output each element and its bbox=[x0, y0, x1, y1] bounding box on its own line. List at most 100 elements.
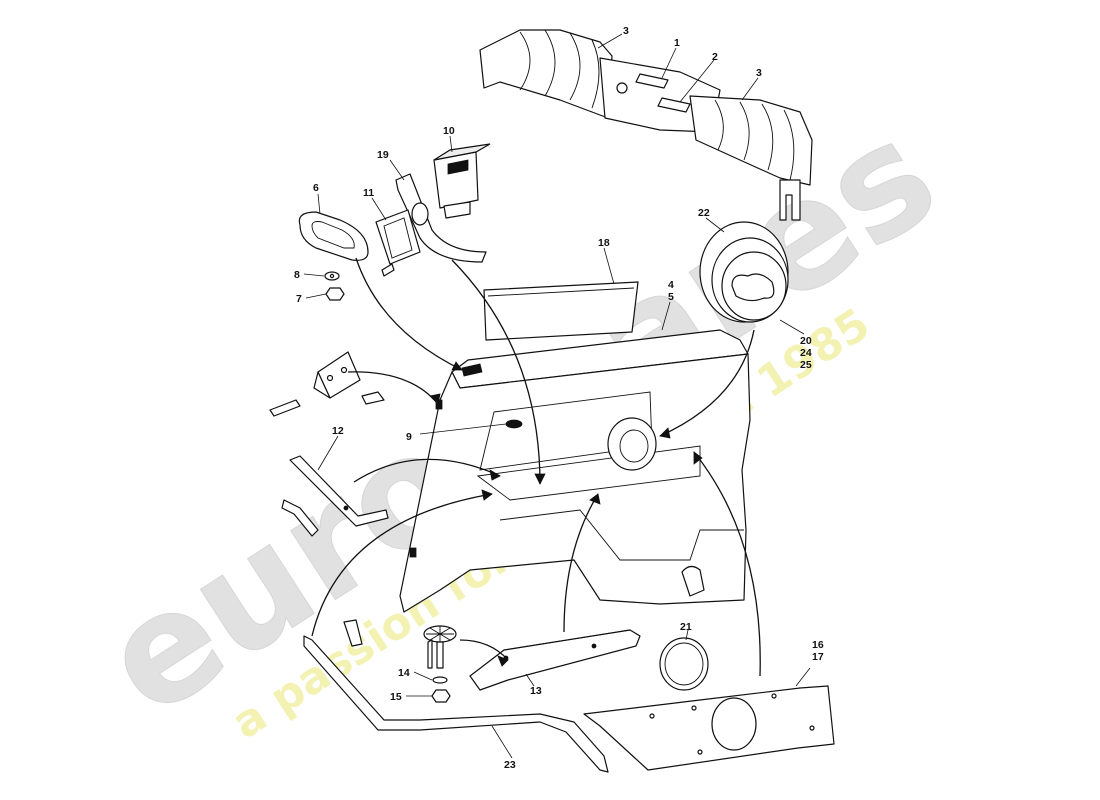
arrowhead-6 bbox=[481, 489, 493, 501]
callout-3b: 3 bbox=[756, 67, 762, 79]
washer-14 bbox=[432, 676, 448, 684]
speaker-22 bbox=[699, 221, 789, 323]
rivet-12 bbox=[281, 499, 319, 537]
assembly-arrows bbox=[311, 257, 761, 677]
lower-panel-hole-2 bbox=[691, 705, 697, 711]
speaker-cover-21 bbox=[659, 637, 709, 691]
leader-4 bbox=[661, 301, 671, 331]
door-panel-handle-hole bbox=[681, 565, 705, 597]
leader-13 bbox=[525, 673, 535, 687]
arrowhead-9 bbox=[693, 451, 703, 465]
leader-3b bbox=[741, 77, 759, 101]
strip-12-pin bbox=[343, 505, 349, 511]
callout-6: 6 bbox=[313, 182, 319, 194]
callout-7: 7 bbox=[296, 293, 302, 305]
screw-bracket bbox=[361, 391, 385, 405]
bracket-hole-2 bbox=[340, 366, 348, 374]
door-panel-lower-contour bbox=[499, 509, 744, 561]
arrow-stud-to-armrest bbox=[459, 639, 509, 661]
armrest-clip-2 bbox=[591, 643, 597, 649]
switch bbox=[433, 143, 491, 219]
rivet-left bbox=[269, 399, 301, 417]
callout-25: 25 bbox=[800, 359, 812, 371]
leader-16 bbox=[795, 667, 811, 687]
air-duct-assembly bbox=[479, 29, 813, 221]
leader-2 bbox=[679, 59, 715, 103]
switch-bezel bbox=[395, 173, 487, 263]
callout-17: 17 bbox=[812, 651, 824, 663]
arrowhead-7 bbox=[589, 493, 601, 505]
duct-right-ribs bbox=[714, 99, 795, 181]
callout-23: 23 bbox=[504, 759, 516, 771]
armrest-body bbox=[469, 629, 641, 691]
nut-7 bbox=[325, 287, 345, 301]
callout-1: 1 bbox=[674, 37, 680, 49]
switch-bezel-body bbox=[395, 173, 487, 263]
lower-panel-speaker-hole bbox=[711, 697, 757, 751]
duct-left-bellows bbox=[479, 29, 613, 119]
arrow-seal-to-panel bbox=[311, 493, 493, 637]
lower-panel-body bbox=[583, 685, 835, 771]
arrowhead-5 bbox=[489, 469, 501, 481]
duct-right-bracket bbox=[779, 179, 801, 221]
arrow-grommet-to-panel bbox=[355, 257, 463, 371]
arrow-speaker-to-panel bbox=[659, 329, 755, 437]
washer-8-hole bbox=[329, 273, 335, 279]
callout-22: 22 bbox=[698, 207, 710, 219]
callout-5: 5 bbox=[668, 291, 674, 303]
leader-18 bbox=[603, 247, 615, 285]
callout-12: 12 bbox=[332, 425, 344, 437]
callout-9: 9 bbox=[406, 431, 412, 443]
leader-lines bbox=[303, 33, 811, 759]
seal-strip-23 bbox=[303, 635, 609, 773]
leader-9 bbox=[419, 423, 507, 435]
trim-insert-18 bbox=[483, 281, 639, 341]
grommet-outer bbox=[298, 211, 369, 261]
callout-15: 15 bbox=[390, 691, 402, 703]
angle-bracket-flange bbox=[313, 371, 331, 399]
mounting-plate bbox=[375, 209, 421, 277]
arrow-bezel-to-panel bbox=[451, 259, 541, 485]
leader-8 bbox=[303, 273, 325, 277]
trim-strip-12-body bbox=[289, 455, 389, 527]
stud bbox=[436, 641, 444, 669]
speaker-grille-shape bbox=[731, 273, 775, 302]
leader-14 bbox=[413, 671, 433, 681]
callout-20: 20 bbox=[800, 335, 812, 347]
trim-insert-18-edge bbox=[487, 287, 635, 297]
duct-hole bbox=[616, 82, 628, 94]
callout-8: 8 bbox=[294, 269, 300, 281]
door-panel-speaker-inner bbox=[619, 429, 649, 463]
callout-4: 4 bbox=[668, 279, 674, 291]
stud-assembly bbox=[423, 625, 457, 703]
leader-11 bbox=[371, 197, 387, 221]
callout-16: 16 bbox=[812, 639, 824, 651]
callout-14: 14 bbox=[398, 667, 410, 679]
switch-bezel-hole bbox=[411, 202, 429, 226]
switch-top bbox=[433, 143, 491, 161]
duct-left-ribs bbox=[519, 29, 600, 109]
screw-11 bbox=[381, 263, 395, 277]
door-trim-panel bbox=[399, 329, 751, 613]
callout-13: 13 bbox=[530, 685, 542, 697]
lower-panel-16 bbox=[583, 685, 835, 771]
callout-19: 19 bbox=[377, 149, 389, 161]
nut-15 bbox=[431, 689, 451, 703]
switch-body bbox=[433, 151, 479, 209]
arrowhead-8 bbox=[497, 655, 509, 667]
arrowhead-4 bbox=[659, 427, 671, 439]
switch-base bbox=[443, 201, 471, 219]
callout-3a: 3 bbox=[623, 25, 629, 37]
callout-18: 18 bbox=[598, 237, 610, 249]
arrow-strip12-to-panel bbox=[353, 458, 501, 483]
leader-23 bbox=[491, 725, 513, 759]
lower-panel-hole-5 bbox=[697, 749, 703, 755]
trim-strip-12 bbox=[289, 455, 389, 527]
armrest-top bbox=[503, 629, 631, 651]
duct-right-bellows bbox=[689, 95, 813, 186]
arrow-armrest-to-panel bbox=[563, 493, 599, 633]
arrowhead-1 bbox=[451, 361, 463, 371]
leader-20 bbox=[779, 319, 805, 335]
callout-21: 21 bbox=[680, 621, 692, 633]
